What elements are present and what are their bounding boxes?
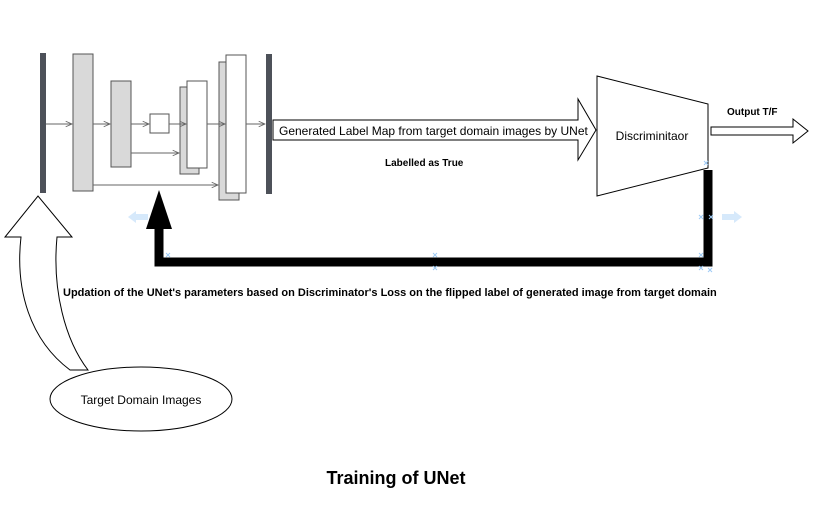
output-label: Output T/F <box>727 107 778 118</box>
unet-output-bar <box>266 54 272 194</box>
unet-decoder-block-2 <box>186 80 208 169</box>
unet-connections <box>46 124 265 185</box>
unet-encoder-block-2 <box>110 80 132 168</box>
output-arrow-shape <box>710 117 809 145</box>
input-label: Target Domain Images <box>81 393 202 407</box>
unet-encoder-block-1 <box>72 53 94 192</box>
diagram-title: Training of UNet <box>327 468 466 488</box>
feedback-arrowhead <box>146 190 172 229</box>
feedback-caption: Updation of the UNet's parameters based … <box>63 287 717 299</box>
discriminator-label: Discriminitaor <box>616 129 689 143</box>
input-curved-arrow <box>3 195 90 371</box>
hint-arrow-left <box>128 211 148 223</box>
discriminator-shape <box>596 75 709 197</box>
forward-arrow-label: Generated Label Map from target domain i… <box>279 124 588 138</box>
handle-mark <box>432 265 438 271</box>
handle-mark <box>698 252 704 258</box>
input-ellipse <box>49 366 233 432</box>
unet-input-bar <box>40 53 46 193</box>
handle-mark <box>165 252 171 258</box>
forward-arrow-shape <box>272 97 597 162</box>
connector-hint-arrows <box>128 211 742 223</box>
unet-bottleneck-block <box>149 113 170 134</box>
output-arrow: Output T/F <box>710 107 809 145</box>
handle-mark <box>698 214 704 220</box>
handle-mark <box>432 252 438 258</box>
feedback-line <box>154 170 713 267</box>
unet-decoder-block-1 <box>225 54 247 194</box>
handle-mark <box>698 265 704 271</box>
unet-architecture <box>40 53 272 201</box>
discriminator: Discriminitaor <box>596 75 709 197</box>
selection-handles <box>165 160 714 273</box>
input-arrow-shape <box>3 195 90 371</box>
hint-arrow-right <box>722 211 742 223</box>
handle-mark <box>708 214 714 220</box>
target-domain-images: Target Domain Images <box>49 366 233 432</box>
labelled-as-true-note: Labelled as True <box>385 158 464 169</box>
handle-mark <box>703 160 709 166</box>
handle-mark <box>707 267 713 273</box>
forward-block-arrow: Generated Label Map from target domain i… <box>272 97 597 162</box>
feedback-loop <box>128 160 742 273</box>
